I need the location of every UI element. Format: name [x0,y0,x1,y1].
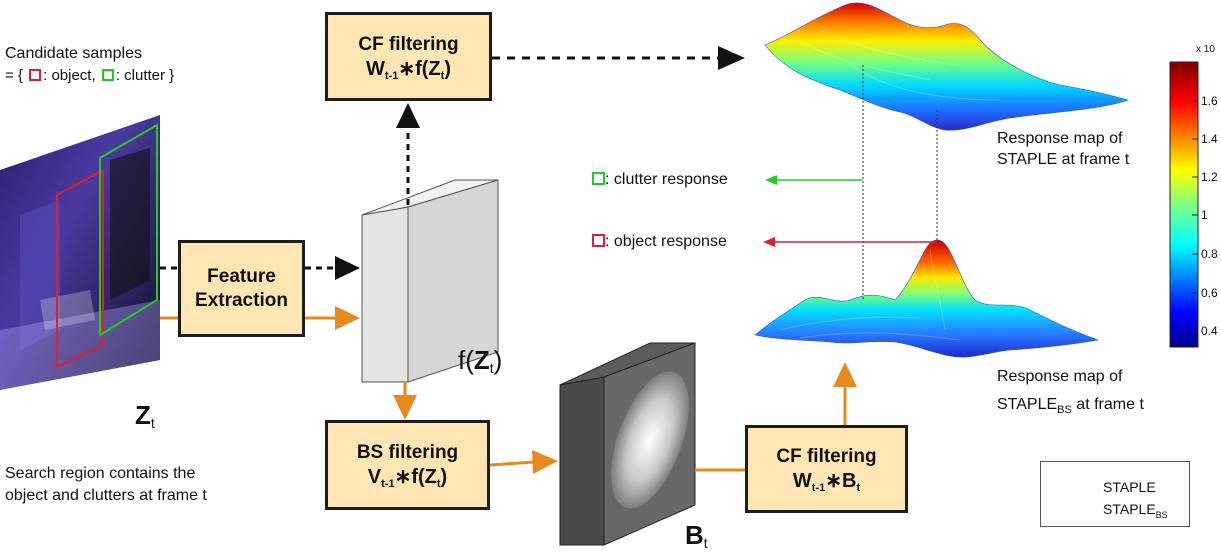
z-t-label: Zt [135,400,155,431]
cf-filtering-top-box: CF filtering Wt-1∗f(Zt) [325,12,492,101]
formula-rest: ∗f(Z [394,466,437,488]
formula-sub2: t [440,69,445,82]
b-t-label: Bt [685,520,708,551]
resp-bot-sub: BS [1057,404,1072,416]
formula-end: ) [440,466,448,488]
z-main: Z [135,400,151,430]
bs-filtering-formula: Vt-1∗f(Zt) [367,465,448,490]
formula-end: ) [444,57,451,80]
z-sub: t [150,415,155,431]
legend-staple-label: STAPLE [1103,479,1156,495]
formula-w: W [366,57,385,80]
response-bottom-caption-2: STAPLEBS at frame t [997,395,1144,416]
colorbar-tick-label: 0.8 [1201,247,1218,261]
feature-block [361,179,499,383]
legend-staple-bs-label: STAPLEBS [1103,501,1168,520]
fz-label: f(Zt) [458,345,502,376]
search-region-caption-2: object and clutters at frame t [5,487,207,504]
response-surface-staple-bs [754,239,1100,358]
response-surface-staple [764,2,1129,131]
bs-filtering-box: BS filtering Vt-1∗f(Zt) [325,420,490,510]
formula-sub2: t [856,482,861,494]
cf-top-to-response-head [718,46,745,70]
colorbar-tick-label: 0.6 [1201,286,1218,300]
object-candidate-box [56,168,104,369]
formula-sub: t-1 [381,478,395,490]
object-response-text: : object response [605,233,727,250]
bs-to-block-head [532,450,558,474]
candidate-samples-title: Candidate samples [5,45,142,62]
object-label: : object, [43,67,96,84]
fz-to-bs-head [393,395,417,420]
clutter-candidate-box [99,123,158,337]
object-square-icon [29,69,42,81]
feature-extraction-line1: Feature [207,265,276,287]
formula-sub: t-1 [811,482,826,494]
clutter-square-icon [101,69,114,81]
feature-extraction-line2: Extraction [195,289,288,311]
colorbar-tick-label: 1.4 [1201,132,1218,146]
response-bottom-caption-1: Response map of [997,368,1123,385]
fz-end: ) [493,345,503,375]
cf-filtering-bottom-title: CF filtering [776,446,877,467]
colorbar-tick-label: 1.2 [1201,170,1218,184]
feature-extraction-box: Feature Extraction [178,240,305,337]
cf-bot-to-response-head [833,362,857,387]
object-response-square-icon [592,234,605,247]
cf-filtering-bottom-formula: Wt-1∗Bt [792,469,861,494]
cf-filtering-top-formula: Wt-1∗f(Zt) [366,57,451,82]
formula-sub2: t [436,478,441,490]
clutter-label: : clutter } [115,67,175,84]
fz-sub: t [489,360,494,376]
colorbar-ticks [1192,100,1198,332]
fz-main: f( [458,345,474,375]
legend-staple-bs-sub: BS [1155,510,1168,520]
candidate-prefix: = { [5,67,23,84]
search-region-caption-1: Search region contains the [5,465,196,482]
fz-to-cf-top-head [396,103,420,128]
feature-to-fz-dashed-head [335,256,360,280]
formula-rest: ∗f(Z [398,57,441,80]
cf-filtering-top-title: CF filtering [358,33,459,55]
bs-response-block [559,342,696,546]
clutter-response-label: : clutter response [592,170,728,190]
resp-bot-a: STAPLE [997,396,1058,413]
bs-to-block-solid [489,460,536,467]
formula-rest: ∗B [825,470,857,492]
cf-filtering-bottom-box: CF filtering Wt-1∗Bt [745,425,908,513]
formula-v: V [367,466,382,488]
colorbar-tick-label: 1 [1201,208,1208,222]
legend-box [1040,461,1190,527]
feature-to-fz-solid-head [335,306,360,330]
bs-filtering-title: BS filtering [356,442,459,463]
formula-w: W [792,470,812,492]
response-top-caption-2: STAPLE at frame t [997,151,1130,168]
object-response-label: : object response [592,232,727,252]
fz-z: Z [473,345,490,375]
resp-bot-b: at frame t [1071,396,1144,413]
b-main: B [685,520,704,550]
search-region-image [0,115,160,390]
clutter-response-square-icon [592,172,605,185]
candidate-samples-legend: = { : object, : clutter } [5,66,174,86]
clutter-response-arrowhead [765,175,777,185]
b-sub: t [703,535,708,551]
legend-staple-bs-a: STAPLE [1103,501,1156,517]
clutter-response-text: : clutter response [605,171,728,188]
object-response-arrowhead [763,237,775,247]
colorbar-tick-label: 1.6 [1201,94,1218,108]
colorbar [1169,61,1199,348]
formula-sub: t-1 [384,69,399,82]
colorbar-tick-label: 0.4 [1201,324,1218,338]
colorbar-exponent: x 10 [1196,44,1215,55]
response-top-caption-1: Response map of [997,130,1123,147]
